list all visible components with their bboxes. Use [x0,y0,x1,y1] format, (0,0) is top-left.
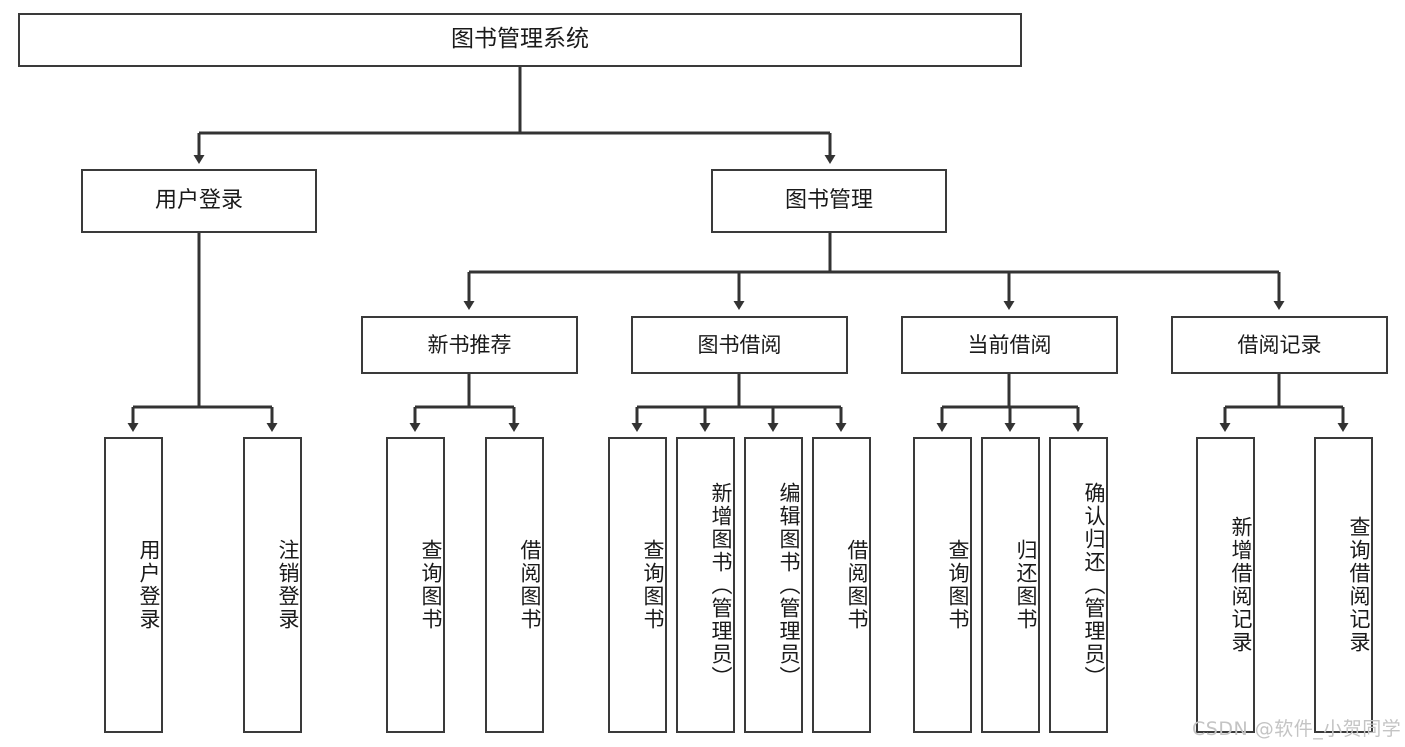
node-current-borrow[interactable]: 当前借阅 [901,316,1118,374]
node-root-system[interactable]: 图书管理系统 [18,13,1022,67]
node-label: 查询图书 [946,539,970,631]
node-book-borrow[interactable]: 图书借阅 [631,316,848,374]
leaf-query-borrow-record[interactable]: 查询借阅记录 [1314,437,1373,733]
node-label: 新增借阅记录 [1229,516,1253,654]
node-label: 借阅记录 [1237,332,1322,357]
node-new-book-recommend[interactable]: 新书推荐 [361,316,578,374]
node-label: 用户登录 [137,539,161,631]
leaf-edit-book-admin[interactable]: 编辑图书（管理员） [744,437,803,733]
node-label: 查询图书 [419,539,443,631]
node-label: 查询借阅记录 [1347,516,1371,654]
node-label: 图书管理 [784,188,873,214]
leaf-return-book[interactable]: 归还图书 [981,437,1040,733]
node-label: 确认归还（管理员） [1082,481,1106,689]
leaf-confirm-return-admin[interactable]: 确认归还（管理员） [1049,437,1108,733]
node-label: 新书推荐 [427,332,512,357]
node-label: 用户登录 [154,188,243,214]
node-user-login[interactable]: 用户登录 [81,169,317,233]
leaf-borrow-book[interactable]: 借阅图书 [812,437,871,733]
node-label: 编辑图书（管理员） [777,481,801,689]
leaf-query-book-current[interactable]: 查询图书 [913,437,972,733]
node-label: 查询图书 [641,539,665,631]
node-label: 借阅图书 [518,539,542,631]
leaf-user-login[interactable]: 用户登录 [104,437,163,733]
leaf-add-book-admin[interactable]: 新增图书（管理员） [676,437,735,733]
node-label: 图书管理系统 [451,26,589,53]
csdn-watermark: CSDN @软件_小贺同学 [1192,718,1402,740]
node-label: 新增图书（管理员） [709,481,733,689]
node-label: 归还图书 [1014,539,1038,631]
node-label: 当前借阅 [967,332,1052,357]
node-label: 图书借阅 [697,332,782,357]
node-borrow-record[interactable]: 借阅记录 [1171,316,1388,374]
leaf-logout-login[interactable]: 注销登录 [243,437,302,733]
leaf-add-borrow-record[interactable]: 新增借阅记录 [1196,437,1255,733]
leaf-query-book-borrow[interactable]: 查询图书 [608,437,667,733]
node-label: 借阅图书 [845,539,869,631]
node-label: 注销登录 [276,539,300,631]
leaf-query-book-newbook[interactable]: 查询图书 [386,437,445,733]
leaf-borrow-book-newbook[interactable]: 借阅图书 [485,437,544,733]
node-book-management[interactable]: 图书管理 [711,169,947,233]
